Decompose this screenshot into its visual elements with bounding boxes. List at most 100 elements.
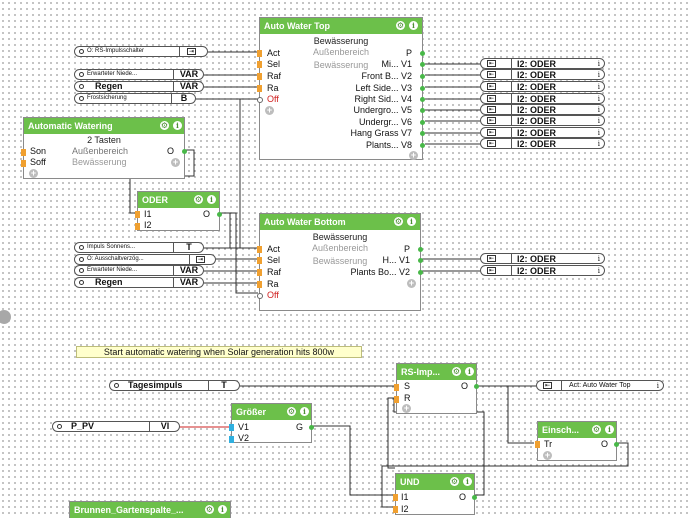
info-icon[interactable]: i	[597, 83, 600, 91]
rs-o-pin[interactable]	[474, 384, 479, 389]
gear-icon[interactable]: ⚙	[394, 217, 403, 226]
plus-icon[interactable]: +	[543, 450, 552, 460]
output-tag-oder-6[interactable]: ⇤ I2: ODER i	[480, 115, 605, 126]
output-tag-oder-8[interactable]: ⇤ I2: ODER i	[480, 138, 605, 149]
oder-block[interactable]: ODER ⚙ i I1 I2 O	[135, 191, 222, 231]
awt-act-pin[interactable]	[257, 50, 262, 57]
input-tag-frostsicherung[interactable]: Frostsicherung B	[74, 93, 196, 104]
input-tag-erwarteter-niede[interactable]: Erwarteter Niede... VAR	[74, 69, 204, 80]
awt-v3-pin[interactable]	[420, 86, 425, 91]
gear-icon[interactable]: ⚙	[205, 505, 214, 514]
input-tag-rs-impulsschalter[interactable]: O: RS-Impulsschalter ⇥	[74, 46, 208, 57]
info-icon[interactable]: i	[597, 95, 600, 103]
info-icon[interactable]: i	[207, 195, 216, 204]
rs-s-pin[interactable]	[394, 384, 399, 391]
info-icon[interactable]: i	[463, 477, 472, 486]
gear-icon[interactable]: ⚙	[396, 21, 405, 30]
scroll-handle[interactable]	[0, 310, 11, 324]
awt-ra-pin[interactable]	[257, 85, 262, 92]
und-i1-pin[interactable]	[393, 494, 398, 501]
plus-icon[interactable]: +	[402, 403, 411, 413]
awt-raf-pin[interactable]	[257, 73, 262, 80]
awt-p-pin[interactable]	[420, 51, 425, 56]
input-tag-erwarteter-niede-2[interactable]: Erwarteter Niede... VAR	[74, 265, 204, 276]
awt-v5-pin[interactable]	[420, 108, 425, 113]
plus-icon[interactable]: +	[265, 105, 274, 115]
output-tag-oder-1[interactable]: ⇤ I2: ODER i	[480, 58, 605, 69]
awt-v6-pin[interactable]	[420, 120, 425, 125]
auto-water-top-block[interactable]: Auto Water Top ⚙ i Bewässerung Außenbere…	[257, 17, 425, 160]
awt-v1-pin[interactable]	[420, 62, 425, 67]
info-icon[interactable]: i	[597, 71, 600, 79]
aw-o-pin[interactable]	[182, 149, 187, 154]
info-icon[interactable]: i	[173, 121, 182, 130]
output-tag-oder-10[interactable]: ⇤ I2: ODER i	[480, 265, 605, 276]
brunnen-block[interactable]: Brunnen_Gartenspalte_... ⚙ i	[69, 501, 231, 518]
plus-icon[interactable]: +	[409, 150, 418, 160]
awt-v7-pin[interactable]	[420, 131, 425, 136]
oder-i1-pin[interactable]	[135, 211, 140, 218]
info-icon[interactable]: i	[605, 425, 614, 434]
groesser-v1-pin[interactable]	[229, 424, 234, 431]
awb-raf-pin[interactable]	[257, 269, 262, 276]
automatic-watering-block[interactable]: Automatic Watering ⚙ i 2 Tasten Son Soff…	[21, 117, 187, 179]
gear-icon[interactable]: ⚙	[452, 367, 461, 376]
output-tag-oder-9[interactable]: ⇤ I2: ODER i	[480, 253, 605, 264]
plus-icon[interactable]: +	[407, 278, 416, 288]
output-tag-oder-7[interactable]: ⇤ I2: ODER i	[480, 127, 605, 138]
gear-icon[interactable]: ⚙	[160, 121, 169, 130]
und-block[interactable]: UND ⚙ i I1 I2 O	[393, 473, 477, 515]
awt-v2-pin[interactable]	[420, 74, 425, 79]
awb-v2-pin[interactable]	[418, 270, 423, 275]
awb-p-pin[interactable]	[418, 247, 423, 252]
awb-off-pin[interactable]	[257, 293, 263, 299]
info-icon[interactable]: i	[656, 382, 659, 390]
input-tag-impuls-sonnens[interactable]: Impuls Sonnens... T	[74, 242, 204, 253]
info-icon[interactable]: i	[409, 21, 418, 30]
input-tag-ausschaltverzoeg[interactable]: O: Ausschaltverzög... ⇥	[74, 254, 216, 265]
info-icon[interactable]: i	[218, 505, 227, 514]
input-tag-tagesimpuls[interactable]: Tagesimpuls T	[109, 380, 240, 391]
info-icon[interactable]: i	[407, 217, 416, 226]
info-icon[interactable]: i	[597, 129, 600, 137]
awb-sel-pin[interactable]	[257, 257, 262, 264]
awb-act-pin[interactable]	[257, 246, 262, 253]
comment-note[interactable]: Start automatic watering when Solar gene…	[76, 346, 362, 358]
info-icon[interactable]: i	[597, 106, 600, 114]
awb-v1-pin[interactable]	[418, 258, 423, 263]
oder-i2-pin[interactable]	[135, 223, 140, 230]
aw-soff-pin[interactable]	[21, 160, 26, 167]
input-tag-p-pv[interactable]: P_PV VI	[52, 421, 180, 432]
gear-icon[interactable]: ⚙	[592, 425, 601, 434]
und-o-pin[interactable]	[472, 495, 477, 500]
einsch-o-pin[interactable]	[614, 442, 619, 447]
und-i2-pin[interactable]	[393, 506, 398, 513]
plus-icon[interactable]: +	[29, 168, 38, 178]
einsch-tr-pin[interactable]	[535, 441, 540, 448]
output-tag-oder-4[interactable]: ⇤ I2: ODER i	[480, 93, 605, 104]
gear-icon[interactable]: ⚙	[287, 407, 296, 416]
plus-icon[interactable]: +	[171, 157, 180, 167]
oder-o-pin[interactable]	[217, 212, 222, 217]
output-tag-oder-2[interactable]: ⇤ I2: ODER i	[480, 69, 605, 80]
awb-ra-pin[interactable]	[257, 281, 262, 288]
info-icon[interactable]: i	[597, 140, 600, 148]
info-icon[interactable]: i	[300, 407, 309, 416]
info-icon[interactable]: i	[597, 255, 600, 263]
info-icon[interactable]: i	[465, 367, 474, 376]
input-tag-regen[interactable]: Regen VAR	[74, 81, 204, 92]
awt-sel-pin[interactable]	[257, 61, 262, 68]
groesser-g-pin[interactable]	[309, 425, 314, 430]
awt-v4-pin[interactable]	[420, 97, 425, 102]
groesser-v2-pin[interactable]	[229, 436, 234, 443]
output-tag-act-auto-water-top[interactable]: ⇤ Act: Auto Water Top i	[536, 380, 664, 391]
output-tag-oder-5[interactable]: ⇤ I2: ODER i	[480, 104, 605, 115]
info-icon[interactable]: i	[597, 117, 600, 125]
gear-icon[interactable]: ⚙	[194, 195, 203, 204]
info-icon[interactable]: i	[597, 60, 600, 68]
aw-son-pin[interactable]	[21, 149, 26, 156]
output-tag-oder-3[interactable]: ⇤ I2: ODER i	[480, 81, 605, 92]
input-tag-regen-2[interactable]: Regen VAR	[74, 277, 204, 288]
groesser-block[interactable]: Größer ⚙ i V1 V2 G	[229, 403, 314, 443]
gear-icon[interactable]: ⚙	[450, 477, 459, 486]
